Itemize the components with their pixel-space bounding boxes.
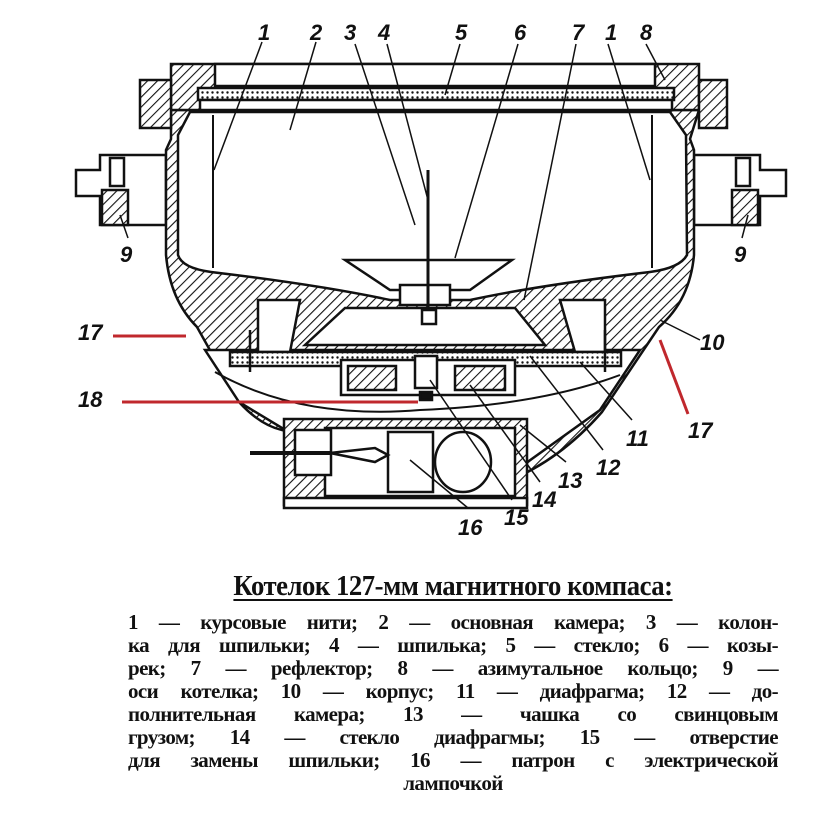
label-15: 15: [504, 505, 529, 530]
caption-line: для замены шпильки; 16 — патрон с электр…: [128, 748, 779, 772]
caption-line: ка для шпильки; 4 — шпилька; 5 — стекло;…: [128, 633, 779, 657]
compass-bowl-diagram: 1 2 3 4 5 6 7 1 8 9 9 17 10 18 17 11 12 …: [74, 20, 788, 540]
caption-line: полнительная камера; 13 — чашка со свинц…: [128, 702, 779, 726]
axis-handle-left: [74, 153, 168, 227]
label-17-right: 17: [688, 418, 714, 443]
label-9-left: 9: [120, 242, 133, 267]
label-12: 12: [596, 455, 621, 480]
caption-line: оси котелка; 10 — корпус; 11 — диафрагма…: [128, 679, 779, 703]
caption-line: рек; 7 — рефлектор; 8 — азимутальное кол…: [128, 656, 779, 680]
additional-chamber: [301, 306, 548, 347]
label-10: 10: [700, 330, 725, 355]
label-2: 2: [309, 20, 323, 45]
label-7: 7: [572, 20, 586, 45]
label-9-right: 9: [734, 242, 747, 267]
main-chamber: [176, 110, 689, 302]
caption-line: 1 — курсовые нити; 2 — основная камера; …: [128, 610, 779, 634]
glass: [196, 86, 676, 102]
caption: Котелок 127-мм магнитного компаса: 1 — к…: [128, 570, 779, 795]
label-14: 14: [532, 487, 556, 512]
label-1-right: 1: [605, 20, 617, 45]
caption-line: грузом; 14 — стекло диафрагмы; 15 — отве…: [128, 725, 779, 749]
label-5: 5: [455, 20, 468, 45]
label-1-left: 1: [258, 20, 270, 45]
caption-line: лампочкой: [403, 771, 503, 795]
label-16: 16: [458, 515, 483, 540]
label-17-left: 17: [78, 320, 104, 345]
label-4: 4: [377, 20, 390, 45]
label-3: 3: [344, 20, 356, 45]
label-13: 13: [558, 468, 582, 493]
label-11: 11: [626, 426, 649, 451]
axis-handle-right: [692, 153, 788, 227]
caption-title: Котелок 127-мм магнитного компаса:: [233, 570, 673, 602]
leader-17-right: [658, 339, 690, 415]
label-6: 6: [514, 20, 527, 45]
label-18: 18: [78, 387, 103, 412]
lamp-socket: [250, 417, 529, 510]
label-8: 8: [640, 20, 653, 45]
